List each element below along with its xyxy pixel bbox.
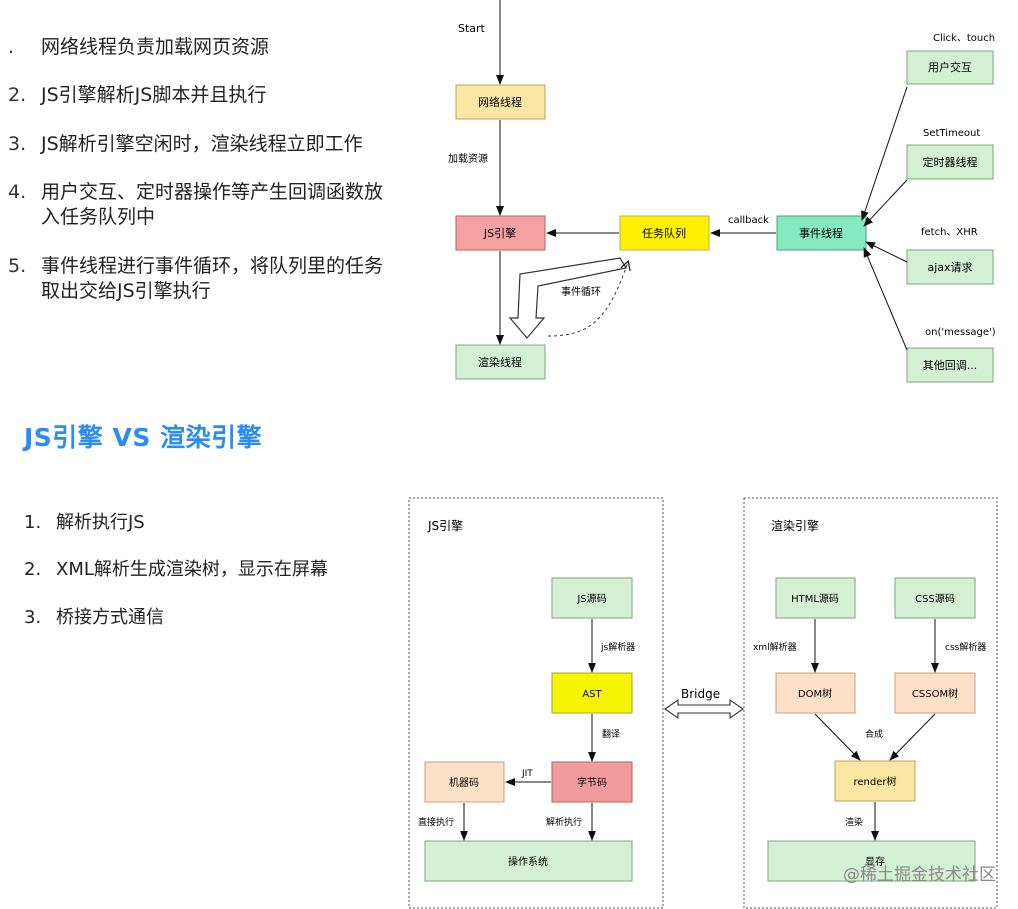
dom-tree-label: DOM树 bbox=[798, 687, 832, 700]
js-parser-label: js解析器 bbox=[600, 641, 635, 653]
memory-label: 显存 bbox=[865, 855, 885, 868]
ast-node bbox=[551, 672, 633, 714]
css-parser-label: css解析器 bbox=[945, 641, 986, 653]
arrow bbox=[865, 241, 908, 263]
xml-parser-label: xml解析器 bbox=[753, 641, 797, 653]
list-item: 5. 事件线程进行事件循环，将队列里的任务取出交给JS引擎执行 bbox=[8, 254, 383, 302]
render-engine-title: 渲染引擎 bbox=[771, 518, 819, 533]
list-text: 桥接方式通信 bbox=[56, 607, 164, 628]
translate-label: 翻译 bbox=[602, 729, 620, 740]
list-text: 用户交互、定时器操作等产生回调函数放入任务队列中 bbox=[41, 181, 384, 228]
other-callbacks-node bbox=[906, 347, 994, 383]
js-source-node bbox=[551, 577, 633, 619]
settimeout-label: SetTimeout bbox=[923, 128, 980, 139]
render-label: 渲染 bbox=[845, 816, 863, 828]
css-source-label: CSS源码 bbox=[915, 592, 955, 605]
cssom-tree-node bbox=[894, 672, 976, 714]
list-number: 2. bbox=[8, 84, 27, 106]
list-item: 2. JS引擎解析JS脚本并且执行 bbox=[8, 83, 266, 108]
render-thread-label: 渲染线程 bbox=[478, 355, 522, 369]
start-label: Start bbox=[458, 22, 486, 35]
jit-label: JIT bbox=[521, 769, 533, 779]
html-source-node bbox=[775, 577, 856, 619]
list-text: JS引擎解析JS脚本并且执行 bbox=[41, 84, 267, 106]
direct-exec-label: 直接执行 bbox=[418, 816, 454, 828]
os-label: 操作系统 bbox=[508, 855, 548, 868]
timer-thread-node bbox=[906, 144, 994, 180]
list-item: 3. 桥接方式通信 bbox=[24, 603, 164, 629]
parse-exec-label: 解析执行 bbox=[546, 816, 582, 828]
task-queue-label: 任务队列 bbox=[642, 226, 686, 240]
ast-label: AST bbox=[582, 689, 602, 700]
callback-label: callback bbox=[728, 215, 769, 226]
render-thread-node bbox=[455, 344, 546, 380]
os-node bbox=[424, 840, 633, 882]
arrow bbox=[889, 713, 936, 761]
list-text: XML解析生成渲染树，显示在屏幕 bbox=[56, 559, 328, 580]
arrow bbox=[863, 247, 908, 351]
event-loop-arrow bbox=[508, 257, 627, 339]
list-item: 1. 解析执行JS bbox=[24, 508, 145, 534]
render-engine-container bbox=[743, 497, 998, 909]
list-number: 4. bbox=[8, 181, 27, 203]
bytecode-node bbox=[551, 761, 633, 803]
list-number: . bbox=[8, 36, 15, 58]
timer-thread-label: 定时器线程 bbox=[923, 155, 978, 169]
click-touch-label: Click、touch bbox=[933, 33, 995, 44]
fetch-xhr-label: fetch、XHR bbox=[921, 227, 978, 238]
network-thread-node bbox=[455, 84, 546, 120]
list-text: 事件线程进行事件循环，将队列里的任务取出交给JS引擎执行 bbox=[41, 255, 384, 302]
list-number: 2. bbox=[24, 559, 42, 580]
arrow bbox=[861, 86, 908, 221]
compose-label: 合成 bbox=[865, 728, 883, 740]
dom-tree-node bbox=[775, 672, 856, 714]
user-interaction-label: 用户交互 bbox=[928, 60, 972, 74]
ajax-request-label: ajax请求 bbox=[927, 261, 972, 274]
bridge-arrow bbox=[664, 698, 744, 720]
memory-node bbox=[767, 840, 976, 882]
event-thread-node bbox=[776, 215, 867, 251]
section-title: JS引擎 VS 渲染引擎 bbox=[24, 423, 263, 452]
user-interaction-node bbox=[906, 50, 994, 85]
watermark: @稀土掘金技术社区 bbox=[843, 865, 996, 885]
list-text: 网络线程负责加载网页资源 bbox=[41, 36, 270, 58]
list-item: 2. XML解析生成渲染树，显示在屏幕 bbox=[24, 555, 328, 581]
list-number: 3. bbox=[24, 607, 42, 628]
other-callbacks-label: 其他回调... bbox=[923, 359, 978, 372]
load-resources-label: 加载资源 bbox=[448, 152, 488, 165]
engine-diagram: JS引擎 JS源码 js解析器 AST 翻译 字节码 机器码 JIT 直接执行 … bbox=[408, 497, 998, 909]
event-loop-label: 事件循环 bbox=[561, 285, 601, 298]
render-tree-label: render树 bbox=[854, 775, 897, 788]
bridge-label: Bridge bbox=[681, 687, 720, 701]
js-engine-title: JS引擎 bbox=[427, 518, 463, 533]
list-number: 1. bbox=[24, 512, 42, 533]
list-text: JS解析引擎空闲时，渲染线程立即工作 bbox=[41, 133, 363, 155]
arrow bbox=[814, 713, 861, 761]
list-text: 解析执行JS bbox=[56, 512, 145, 533]
list-number: 3. bbox=[8, 133, 27, 155]
event-thread-label: 事件线程 bbox=[799, 226, 843, 240]
bytecode-label: 字节码 bbox=[577, 776, 607, 789]
html-source-label: HTML源码 bbox=[791, 592, 839, 605]
js-engine-node bbox=[455, 215, 546, 251]
task-queue-node bbox=[619, 215, 710, 251]
arrow bbox=[863, 179, 908, 227]
machine-code-node bbox=[424, 761, 505, 803]
ajax-request-node bbox=[906, 249, 994, 285]
cssom-tree-label: CSSOM树 bbox=[912, 687, 958, 700]
render-tree-node bbox=[834, 760, 916, 802]
thread-diagram: Start 网络线程 加载资源 JS引擎 渲染线程 任务队列 事件线程 call… bbox=[448, 0, 996, 383]
on-message-label: on('message') bbox=[925, 327, 996, 338]
list-number: 5. bbox=[8, 255, 27, 277]
network-thread-label: 网络线程 bbox=[478, 95, 522, 109]
list-item: 3. JS解析引擎空闲时，渲染线程立即工作 bbox=[8, 132, 363, 157]
event-loop-dashed-arrow bbox=[547, 262, 628, 337]
list-item: 4. 用户交互、定时器操作等产生回调函数放入任务队列中 bbox=[8, 180, 383, 228]
css-source-node bbox=[894, 577, 976, 619]
js-source-label: JS源码 bbox=[576, 592, 606, 605]
js-engine-label: JS引擎 bbox=[483, 226, 516, 240]
list-item: . 网络线程负责加载网页资源 bbox=[8, 35, 269, 60]
machine-code-label: 机器码 bbox=[449, 776, 479, 789]
